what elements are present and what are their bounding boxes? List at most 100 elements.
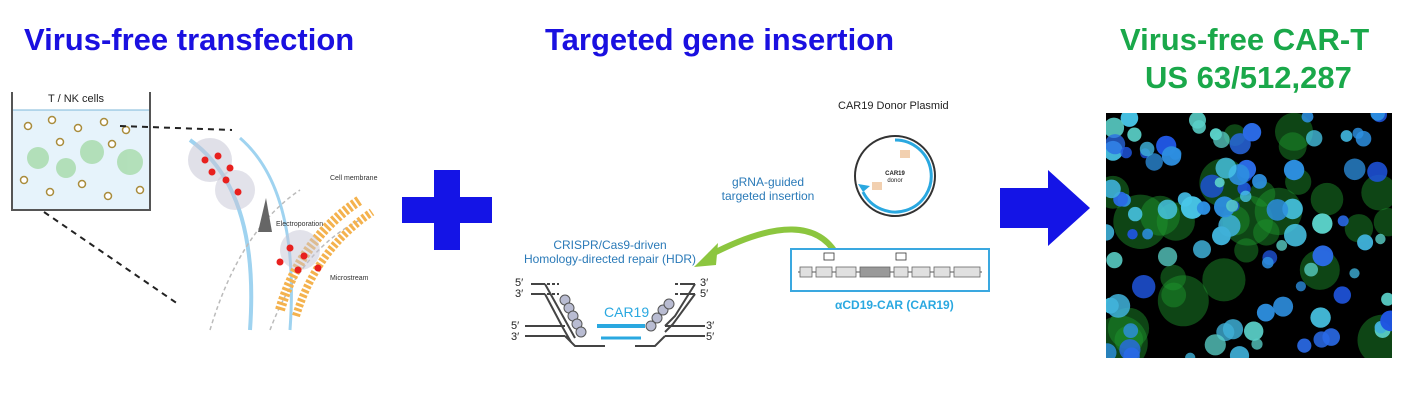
cell-nucleus [1196, 201, 1211, 215]
cell-nucleus [1244, 321, 1264, 341]
cell-nucleus [1209, 128, 1222, 141]
hdr-line-2: Homology-directed repair (HDR) [523, 252, 697, 266]
cell-nucleus [1193, 240, 1211, 259]
green-fluorescence-blob [1234, 238, 1259, 263]
cell-nucleus [1310, 307, 1331, 328]
cell-nucleus [1242, 123, 1262, 142]
cell-nucleus [1380, 310, 1392, 332]
cell-nucleus [1251, 338, 1263, 350]
plasmid-center-label: CAR19 [885, 171, 905, 177]
cell-nucleus [1306, 130, 1323, 147]
strand-end-label: 3′ [515, 288, 524, 300]
cell-nucleus [1357, 234, 1374, 251]
electroporation-label: Electroporation [276, 221, 323, 228]
cell-nucleus [1333, 286, 1351, 304]
cell-nucleus [1262, 256, 1274, 269]
cell-nucleus [1295, 281, 1306, 292]
plasmid-center-sublabel: donor [887, 178, 902, 184]
cell-nucleus [1106, 179, 1121, 199]
cell-nucleus [1282, 198, 1303, 220]
cell-nucleus [1313, 331, 1330, 348]
green-fluorescence-blob [1160, 264, 1186, 291]
heading-targeted-gene-insertion: Targeted gene insertion [545, 22, 895, 57]
green-fluorescence-blob [1278, 132, 1307, 161]
strand-end-label: 5′ [700, 288, 709, 300]
cell-nucleus [1212, 226, 1231, 246]
cell-nucleus [1355, 130, 1372, 147]
grna-guided-label: gRNA-guided targeted insertion [708, 175, 828, 203]
cell-nucleus [1256, 303, 1275, 322]
cell-nucleus [1204, 334, 1226, 356]
cell-nucleus [1185, 352, 1196, 358]
cell-nucleus [1127, 127, 1142, 142]
green-fluorescence-blob [1161, 282, 1187, 308]
donor-plasmid-diagram: CAR19 donor [854, 135, 936, 217]
cell-nucleus [1273, 296, 1294, 317]
well-label: T / NK cells [48, 93, 105, 105]
cell-nucleus [1343, 158, 1366, 181]
cell-nucleus [1127, 229, 1138, 240]
strand-end-label: 5′ [515, 277, 524, 289]
plus-icon [402, 170, 492, 250]
car-t-fluorescence-image [1106, 113, 1392, 358]
heading-patent-number: US 63/512,287 [1145, 60, 1352, 95]
curved-arrow-icon [694, 226, 841, 267]
cell-nucleus [1349, 268, 1360, 279]
cell-nucleus [1120, 113, 1139, 127]
cell-nucleus [1106, 134, 1126, 155]
cell-nucleus [1301, 113, 1314, 123]
heading-virus-free-transfection: Virus-free transfection [24, 22, 355, 57]
cell-nucleus [1252, 174, 1267, 189]
cell-nucleus [1106, 117, 1125, 138]
cell-nucleus [1139, 141, 1155, 157]
cell-membrane-label: Cell membrane [330, 175, 378, 182]
cell-nucleus [1180, 196, 1204, 219]
cell-nucleus [1276, 240, 1288, 251]
construct-label: αCD19-CAR (CAR19) [835, 298, 954, 312]
plasmid-title: CAR19 Donor Plasmid [838, 100, 949, 112]
grna-line-1: gRNA-guided [731, 175, 805, 189]
green-fluorescence-blob [1275, 113, 1313, 151]
cell-nucleus [1106, 252, 1123, 269]
cell-nucleus [1106, 343, 1117, 358]
cell-nucleus [1304, 262, 1318, 277]
cell-nucleus [1266, 199, 1289, 221]
cell-nucleus [1169, 147, 1182, 160]
cell-nucleus [1189, 113, 1206, 129]
cell-nucleus [1337, 215, 1349, 227]
hdr-label: CRISPR/Cas9-driven Homology-directed rep… [520, 238, 700, 266]
cell-nucleus [1312, 245, 1334, 267]
cell-nucleus [1132, 275, 1156, 299]
grna-line-2: targeted insertion [721, 189, 815, 203]
cell-nucleus [1120, 146, 1132, 159]
cell-nucleus [1214, 177, 1225, 188]
strand-end-label: 3′ [706, 320, 715, 332]
green-fluorescence-blob [1253, 219, 1280, 246]
hdr-dna-diagram [525, 283, 705, 347]
hdr-line-1: CRISPR/Cas9-driven [553, 238, 667, 252]
strand-end-label: 5′ [511, 320, 520, 332]
cell-nucleus [1283, 159, 1305, 181]
cell-nucleus [1240, 190, 1252, 202]
insert-car19-label: CAR19 [604, 304, 650, 320]
cell-nucleus [1226, 199, 1239, 212]
strand-end-label: 3′ [511, 331, 520, 343]
cell-nucleus [1297, 338, 1312, 353]
cell-nucleus [1106, 224, 1115, 241]
cell-nucleus [1370, 113, 1385, 121]
cell-nucleus [1229, 346, 1250, 358]
car19-construct-map [790, 248, 990, 292]
cell-nucleus [1340, 130, 1353, 142]
cell-nucleus [1375, 233, 1386, 245]
cell-nucleus [1157, 199, 1178, 220]
green-fluorescence-blob [1361, 174, 1392, 211]
cell-nucleus [1158, 247, 1178, 267]
strand-end-label: 3′ [700, 277, 709, 289]
cell-nucleus [1145, 153, 1163, 171]
strand-end-label: 5′ [706, 331, 715, 343]
cell-nucleus [1142, 228, 1153, 240]
transfection-illustration: Electroporation Cell membrane Microstrea… [11, 92, 378, 331]
green-fluorescence-blob [1373, 208, 1392, 237]
green-fluorescence-blob [1157, 275, 1209, 327]
right-arrow-icon [1000, 170, 1090, 246]
